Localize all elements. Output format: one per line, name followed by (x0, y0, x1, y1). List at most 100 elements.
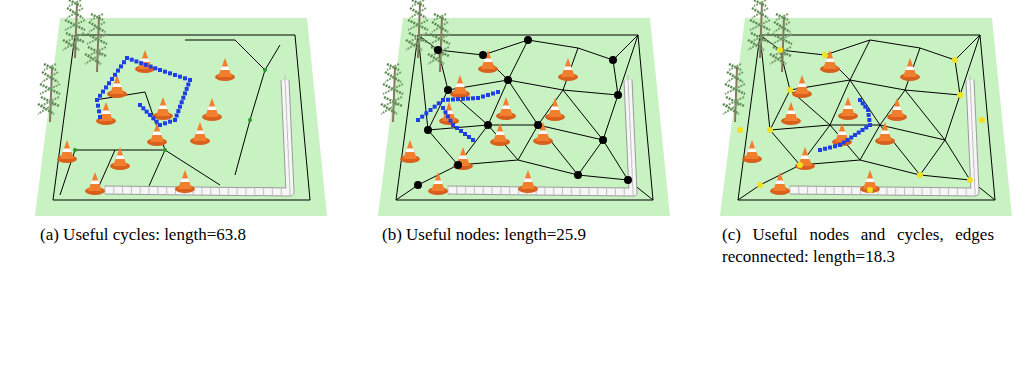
robot-path (818, 148, 822, 152)
graph-edge (830, 125, 860, 160)
robot-path (842, 141, 846, 145)
scene-panel (378, 0, 670, 216)
fence-post (966, 187, 967, 196)
graph-edge (563, 90, 618, 95)
fence-post (816, 185, 817, 194)
robot-path (461, 97, 465, 101)
fence-post (219, 186, 220, 195)
robot-path (188, 78, 192, 82)
robot-path (176, 109, 180, 113)
fence-post (580, 186, 581, 195)
graph-node (957, 92, 963, 98)
graph-edge (880, 125, 920, 175)
robot-path (180, 100, 184, 104)
graph-node (248, 118, 252, 122)
fence-post (465, 185, 466, 194)
robot-path (125, 56, 129, 60)
graph-edge (960, 35, 980, 95)
fence-post (544, 186, 545, 195)
robot-path (183, 76, 187, 80)
graph-edge (563, 48, 578, 90)
robot-path (446, 98, 450, 102)
tree (85, 14, 107, 72)
graph-edge (920, 48, 955, 60)
traffic-cone (439, 102, 459, 125)
fence-post (553, 186, 554, 195)
graph-node (822, 52, 828, 58)
fence-post (237, 186, 238, 195)
traffic-cone (770, 172, 790, 195)
graph-edge (265, 45, 280, 70)
graph-edge (800, 125, 830, 165)
fence-post (285, 75, 286, 84)
fence-post (483, 185, 484, 194)
traffic-cone (453, 147, 473, 170)
fence-post (633, 187, 634, 196)
fence-post (285, 94, 286, 103)
robot-path (139, 61, 143, 65)
fence-post (456, 185, 457, 194)
traffic-cone (838, 97, 858, 120)
traffic-cone (110, 147, 130, 170)
tree (748, 0, 770, 58)
graph-edge (945, 140, 970, 180)
robot-path (98, 94, 102, 98)
robot-path (134, 59, 138, 63)
graph-node (952, 57, 958, 63)
robot-path (823, 147, 827, 151)
robot-path (424, 111, 428, 115)
robot-path (463, 132, 467, 136)
fence-post (131, 185, 132, 194)
fence-post (606, 187, 607, 196)
fence-post (971, 112, 972, 121)
graph-node (504, 76, 512, 84)
robot-path (96, 104, 100, 108)
robot-path (119, 64, 123, 68)
graph-node (414, 181, 422, 189)
graph-node (73, 148, 77, 152)
robot-path (110, 77, 114, 81)
traffic-cone (545, 98, 565, 121)
robot-path (178, 75, 182, 79)
fence-post (140, 185, 141, 194)
traffic-cone (202, 98, 222, 121)
robot-path (444, 110, 448, 114)
fence-post (448, 185, 449, 194)
traffic-cone (742, 140, 762, 163)
traffic-cone (215, 58, 235, 81)
fence-post (834, 185, 835, 194)
fence-post (287, 131, 288, 140)
graph-node (479, 51, 487, 59)
traffic-cone (795, 147, 815, 170)
traffic-cone (135, 50, 155, 73)
ground-plane (378, 18, 670, 216)
fence-post (597, 187, 598, 196)
robot-path (437, 101, 441, 105)
tree (38, 64, 60, 122)
fence-post (939, 187, 940, 196)
graph-edge (488, 125, 518, 160)
fence-post (287, 140, 288, 149)
robot-path (433, 105, 437, 109)
robot-path (471, 138, 475, 142)
fence-post (974, 178, 975, 187)
fence-post (562, 186, 563, 195)
graph-edge (428, 130, 458, 165)
graph-node (434, 46, 442, 54)
robot-path (183, 91, 187, 95)
traffic-cone (533, 122, 553, 145)
robot-path (867, 113, 871, 117)
graph-edge (428, 125, 488, 130)
fence-post (286, 103, 287, 112)
graph-edge (618, 35, 638, 95)
robot-path (467, 135, 471, 139)
robot-path (857, 131, 861, 135)
robot-path (104, 85, 108, 89)
robot-path (853, 133, 857, 137)
graph-node (979, 117, 985, 123)
graph-node (767, 127, 773, 133)
graph-edge (538, 125, 578, 175)
graph-edge (578, 175, 628, 180)
graph-node (797, 162, 803, 168)
